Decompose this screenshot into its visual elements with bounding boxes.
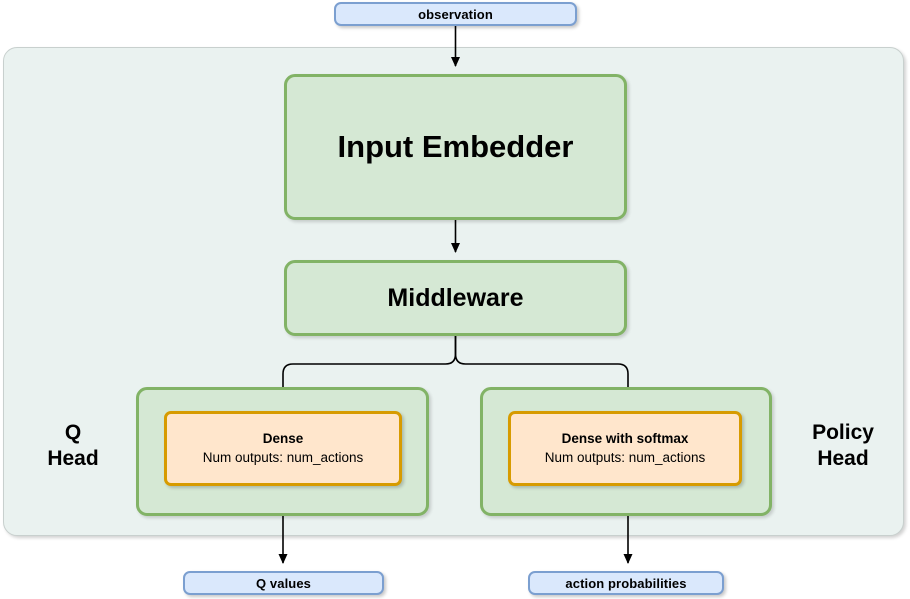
node-q-dense[interactable]: Dense Num outputs: num_actions: [164, 411, 402, 486]
label-policy-head: Policy Head: [812, 421, 874, 470]
node-middleware-label: Middleware: [387, 283, 524, 312]
node-observation-label: observation: [418, 6, 493, 22]
node-observation[interactable]: observation: [334, 2, 577, 26]
node-input-embedder[interactable]: Input Embedder: [284, 74, 627, 220]
node-action-probabilities-label: action probabilities: [565, 575, 687, 591]
node-q-dense-subtitle: Num outputs: num_actions: [202, 449, 364, 465]
node-q-values-label: Q values: [256, 575, 311, 591]
node-action-probabilities[interactable]: action probabilities: [528, 571, 724, 595]
node-q-values[interactable]: Q values: [183, 571, 384, 595]
label-q-head: Q Head: [47, 421, 99, 470]
node-policy-dense[interactable]: Dense with softmax Num outputs: num_acti…: [508, 411, 742, 486]
node-middleware[interactable]: Middleware: [284, 260, 627, 336]
node-input-embedder-label: Input Embedder: [337, 129, 574, 164]
node-q-dense-title: Dense: [262, 430, 304, 446]
node-policy-dense-subtitle: Num outputs: num_actions: [544, 449, 706, 465]
node-policy-dense-title: Dense with softmax: [561, 430, 689, 446]
